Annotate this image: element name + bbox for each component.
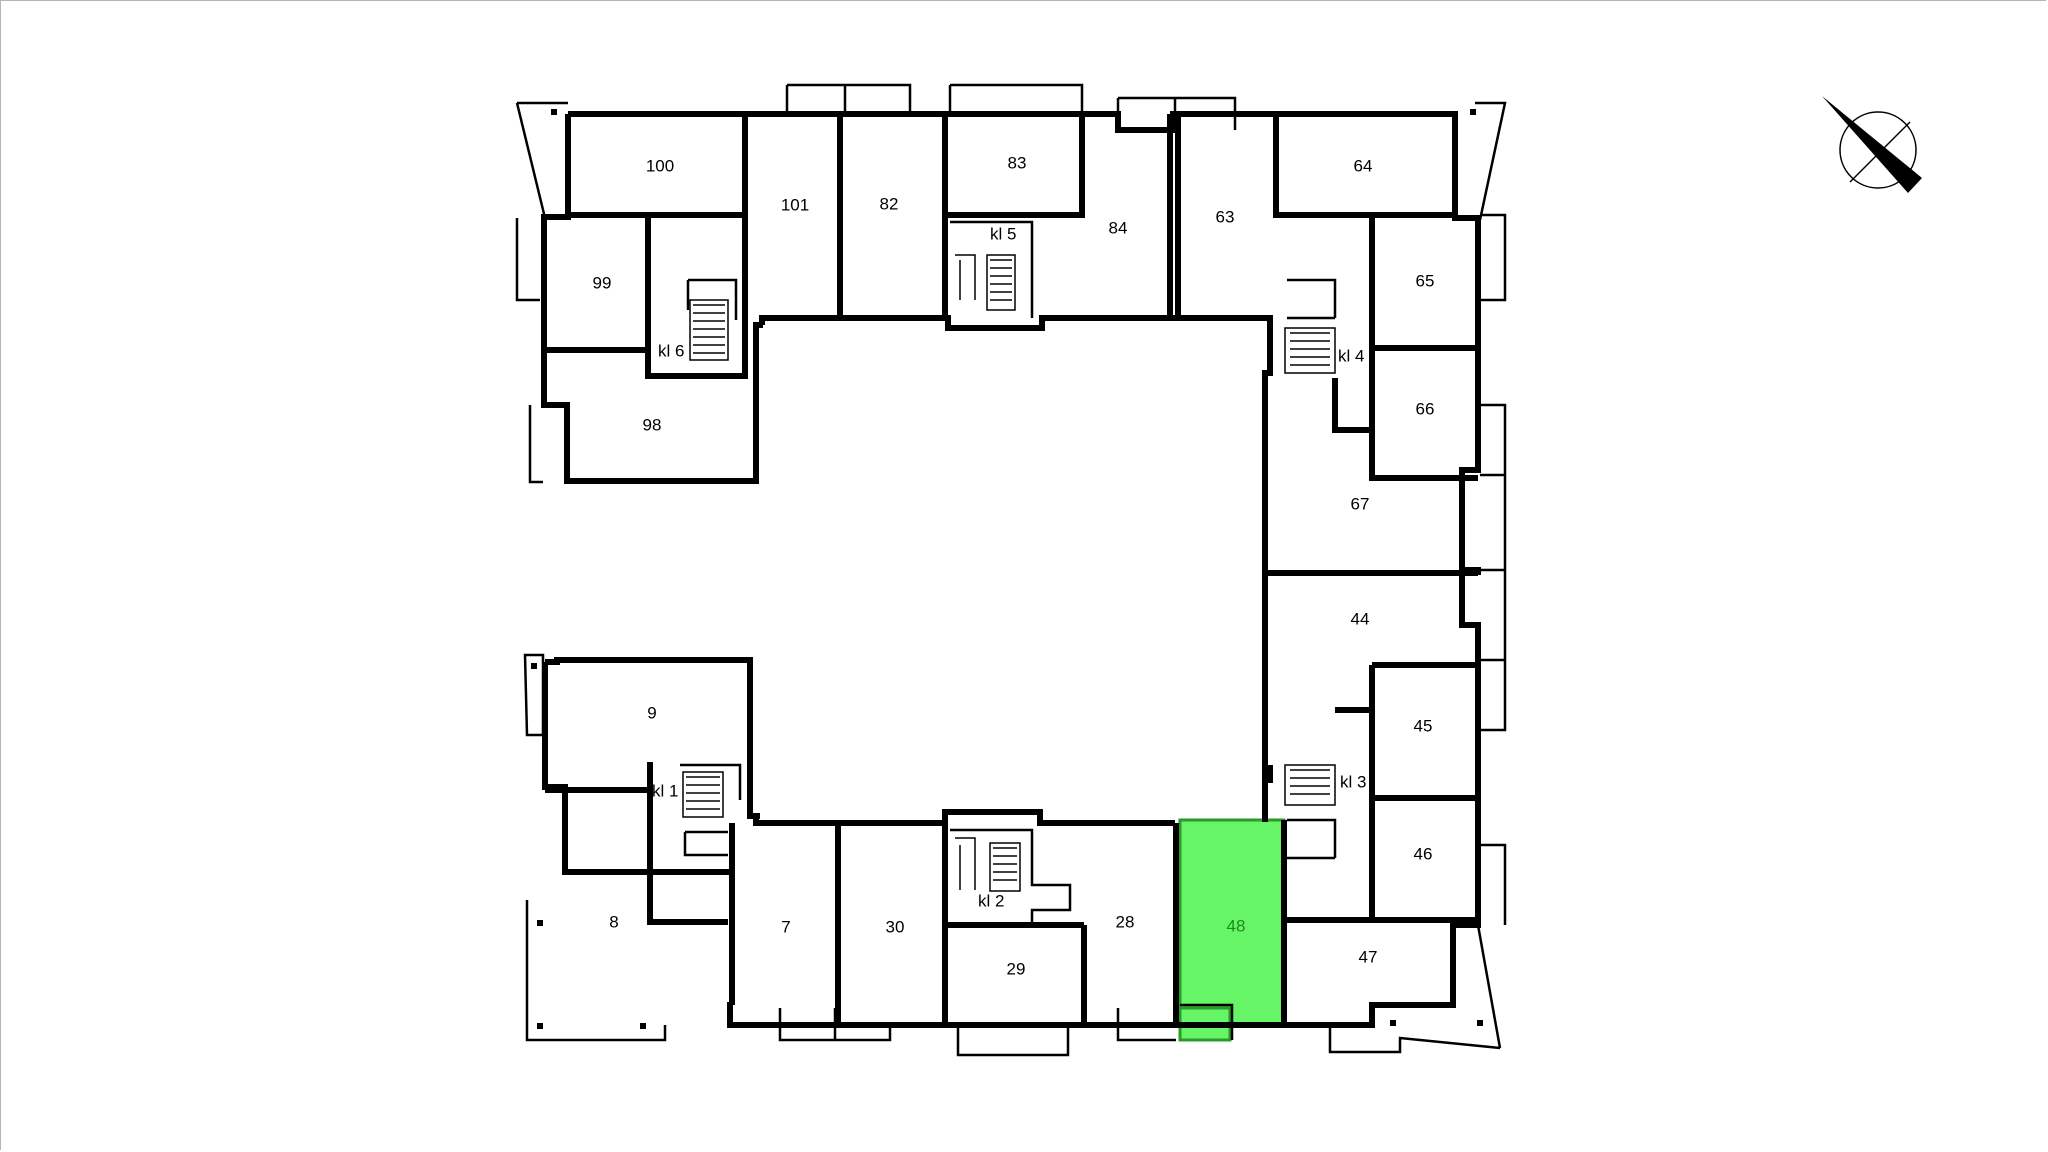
unit-67[interactable]: 67 xyxy=(1270,375,1470,570)
unit-8[interactable]: 8 xyxy=(545,792,725,1002)
unit-label: 8 xyxy=(609,912,618,931)
unit-label: 9 xyxy=(647,703,656,722)
unit-label: 47 xyxy=(1359,947,1378,966)
unit-label: 7 xyxy=(781,917,790,936)
unit-label: 67 xyxy=(1351,494,1370,513)
unit-label: 65 xyxy=(1416,271,1435,290)
unit-label: 48 xyxy=(1227,916,1246,935)
unit-84[interactable]: 84 xyxy=(1040,130,1170,318)
staircase-label: kl 2 xyxy=(978,891,1004,910)
unit-label: 82 xyxy=(880,194,899,213)
unit-label: 46 xyxy=(1414,844,1433,863)
unit-65[interactable]: 65 xyxy=(1372,218,1474,348)
unit-100[interactable]: 100 xyxy=(570,115,748,215)
staircase-label: kl 3 xyxy=(1340,772,1366,791)
unit-28[interactable]: 28 xyxy=(1040,823,1170,1023)
unit-label: 101 xyxy=(781,195,809,214)
staircase-label: kl 6 xyxy=(658,341,684,360)
unit-label: 44 xyxy=(1351,609,1370,628)
unit-label: 83 xyxy=(1008,153,1027,172)
unit-label: 28 xyxy=(1116,912,1135,931)
staircase-kl3: kl 3 xyxy=(1284,764,1366,860)
unit-44[interactable]: 44 xyxy=(1270,573,1470,758)
unit-63[interactable]: 63 xyxy=(1178,115,1281,318)
unit-45[interactable]: 45 xyxy=(1372,665,1474,798)
unit-label: 45 xyxy=(1414,716,1433,735)
unit-label: 30 xyxy=(886,917,905,936)
staircase-kl1: kl 1 xyxy=(652,763,742,857)
staircase-kl5: kl 5 xyxy=(950,220,1034,318)
staircase-kl2: kl 2 xyxy=(950,828,1072,925)
staircase-label: kl 5 xyxy=(990,224,1016,243)
unit-99[interactable]: 99 xyxy=(545,218,648,350)
unit-82[interactable]: 82 xyxy=(843,115,948,318)
unit-64[interactable]: 64 xyxy=(1277,115,1452,215)
unit-7[interactable]: 7 xyxy=(733,823,835,1023)
staircase-label: kl 4 xyxy=(1338,346,1364,365)
staircase-label: kl 1 xyxy=(652,781,678,800)
unit-9[interactable]: 9 xyxy=(565,662,745,790)
unit-47[interactable]: 47 xyxy=(1287,923,1452,1025)
unit-label: 100 xyxy=(646,156,674,175)
unit-83[interactable]: 83 xyxy=(948,115,1082,215)
unit-66[interactable]: 66 xyxy=(1372,348,1474,476)
unit-label: 29 xyxy=(1007,959,1026,978)
unit-29[interactable]: 29 xyxy=(950,925,1084,1023)
unit-label: 98 xyxy=(643,415,662,434)
unit-46[interactable]: 46 xyxy=(1372,800,1474,920)
unit-label: 63 xyxy=(1216,207,1235,226)
unit-98[interactable]: 98 xyxy=(545,352,755,478)
unit-label: 64 xyxy=(1354,156,1373,175)
unit-30[interactable]: 30 xyxy=(842,823,945,1023)
unit-label: 99 xyxy=(593,273,612,292)
north-arrow-icon xyxy=(1822,96,1922,193)
unit-label: 84 xyxy=(1109,218,1128,237)
staircase-kl6: kl 6 xyxy=(658,278,738,361)
unit-101[interactable]: 101 xyxy=(740,115,836,318)
staircase-kl4: kl 4 xyxy=(1284,278,1364,374)
unit-label: 66 xyxy=(1416,399,1435,418)
